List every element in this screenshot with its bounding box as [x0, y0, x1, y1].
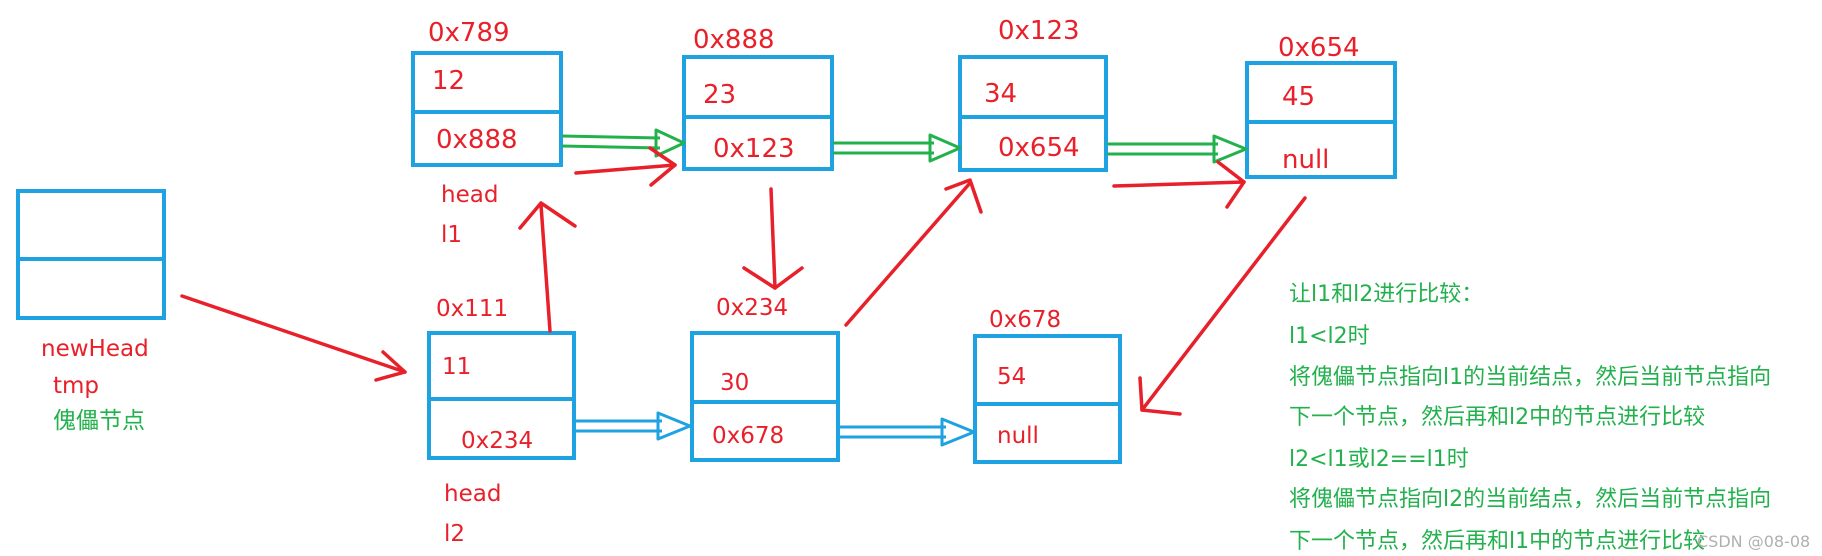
node-box [682, 55, 834, 171]
node-box [427, 331, 576, 460]
merge-arrow-0x234-to-0x123 [844, 178, 983, 327]
node-box [16, 189, 166, 320]
note-line: 将傀儡节点指向l2的当前结点，然后当前节点指向 [1289, 487, 1771, 512]
explanation-notes: 让l1和l2进行比较： l1<l2时 将傀儡节点指向l1的当前结点，然后当前节点… [1289, 282, 1771, 554]
node-address: 0x111 [436, 296, 508, 322]
node-value: 11 [442, 354, 471, 380]
link-arrow-0x123-0x654 [1107, 134, 1248, 164]
note-line: 下一个节点，然后再和l1中的节点进行比较 [1289, 529, 1705, 554]
node-0x678: 0x678 54 null [973, 307, 1122, 464]
merge-arrow-0x654-to-0x678 [1138, 196, 1307, 416]
link-arrow-0x111-0x234 [575, 411, 692, 441]
note-line: 让l1和l2进行比较： [1289, 282, 1483, 307]
node-address: 0x678 [989, 307, 1061, 333]
tmp-label: tmp [53, 373, 99, 399]
node-address: 0x123 [998, 16, 1080, 46]
note-line: l1<l2时 [1289, 324, 1370, 349]
node-value: 34 [984, 79, 1017, 109]
node-address: 0x789 [428, 18, 510, 48]
node-next: 0x678 [712, 423, 784, 449]
node-box [958, 55, 1108, 172]
merge-arrow-0x111-to-0x789 [518, 201, 577, 333]
node-value: 54 [997, 364, 1026, 390]
merge-arrow-0x789-to-0x888 [574, 146, 677, 187]
node-next: 0x654 [998, 133, 1080, 163]
link-arrow-0x789-0x888 [561, 128, 686, 158]
note-line: 将傀儡节点指向l1的当前结点，然后当前节点指向 [1289, 365, 1771, 390]
node-box [973, 334, 1122, 464]
node-value: 30 [720, 370, 749, 396]
node-next: 0x888 [436, 125, 518, 155]
merge-arrow-dummy-to-0x111 [180, 294, 407, 382]
l1-label: l1 [441, 222, 462, 248]
head-label-l2: head [444, 481, 501, 507]
merge-arrow-0x123-to-0x654 [1112, 160, 1246, 209]
newhead-label: newHead [41, 336, 149, 362]
note-line: l2<l1或l2==l1时 [1289, 447, 1469, 472]
head-label-l1: head [441, 182, 498, 208]
watermark: CSDN @08-08 [1697, 532, 1810, 551]
node-address: 0x234 [716, 295, 788, 321]
node-box [690, 331, 840, 462]
link-arrow-0x234-0x678 [839, 417, 976, 447]
node-value: 45 [1282, 82, 1315, 112]
node-next: 0x234 [461, 428, 533, 454]
merge-arrow-0x888-to-0x234 [742, 187, 804, 290]
dummy-node [16, 189, 166, 320]
node-address: 0x888 [693, 25, 775, 55]
node-next: null [997, 423, 1039, 449]
l2-label: l2 [444, 521, 465, 547]
node-0x111: 0x111 11 0x234 [427, 296, 576, 460]
node-value: 23 [703, 80, 736, 110]
node-address: 0x654 [1278, 33, 1360, 63]
node-next: null [1282, 145, 1329, 175]
node-value: 12 [432, 66, 465, 96]
node-0x789: 0x789 12 0x888 [411, 18, 563, 167]
dummy-node-label: 傀儡节点 [53, 408, 145, 434]
node-0x234: 0x234 30 0x678 [690, 295, 840, 462]
node-0x654: 0x654 45 null [1245, 33, 1397, 179]
link-arrow-0x888-0x123 [833, 133, 962, 163]
node-0x123: 0x123 34 0x654 [958, 16, 1108, 172]
node-0x888: 0x888 23 0x123 [682, 25, 834, 171]
node-next: 0x123 [713, 134, 795, 164]
node-box [411, 51, 563, 167]
note-line: 下一个节点，然后再和l2中的节点进行比较 [1289, 405, 1705, 430]
